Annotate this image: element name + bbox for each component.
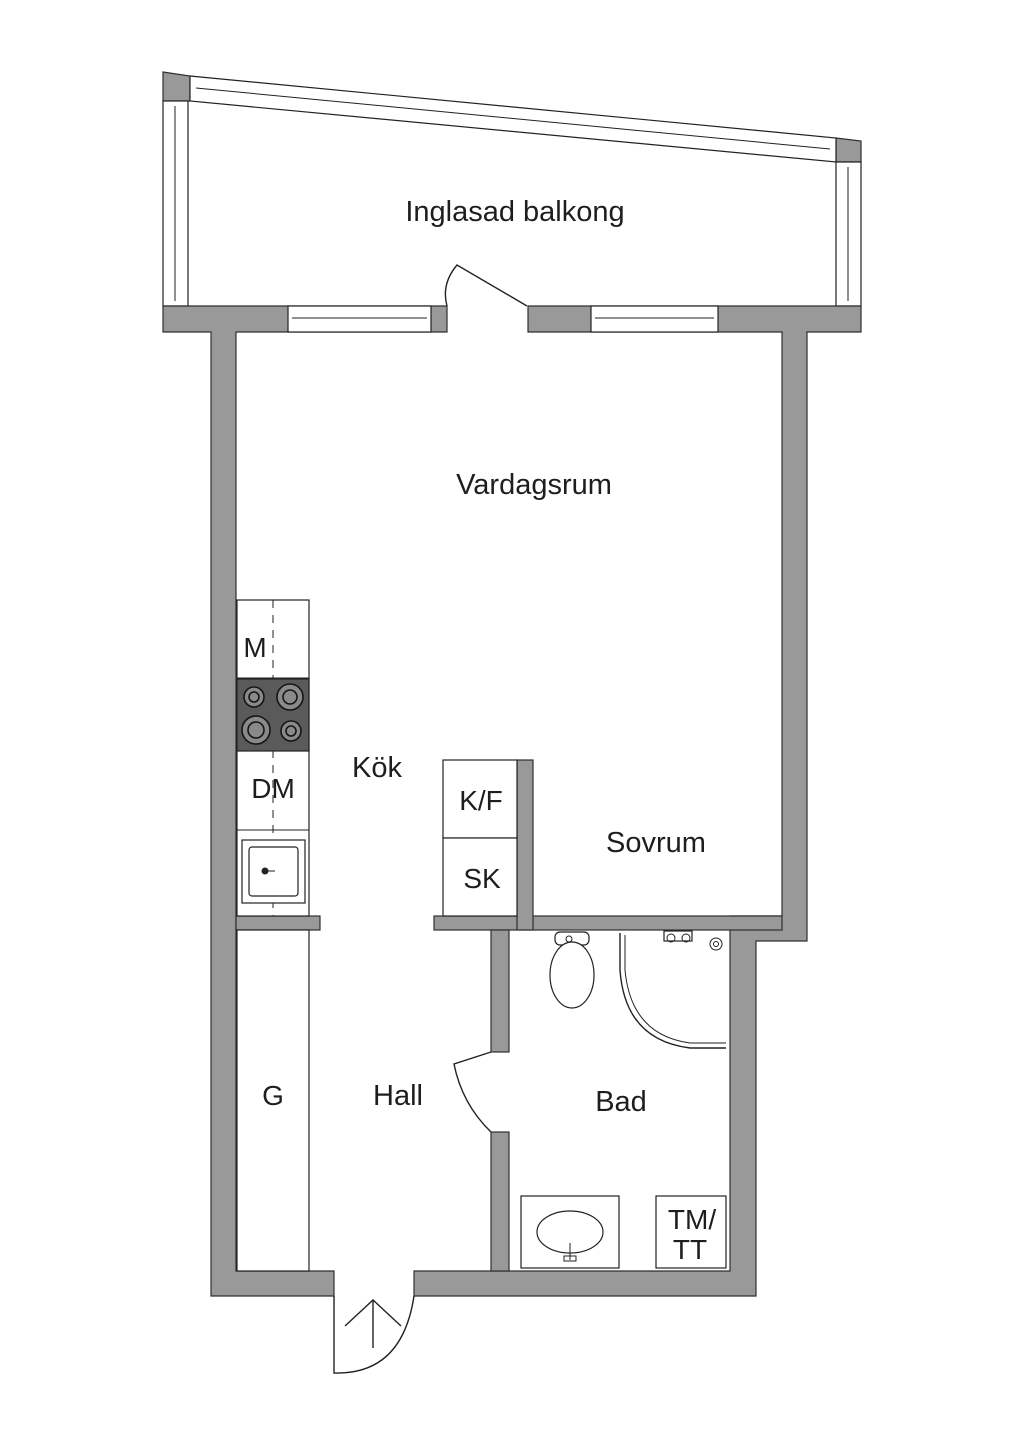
shower-drain-icon [713,941,719,947]
label-bathroom: Bad [595,1086,647,1118]
label-living-room: Vardagsrum [456,469,612,501]
toilet-bowl [549,941,595,1009]
entrance-door-swing [333,1295,415,1374]
label-closet: SK [463,863,501,894]
label-balcony: Inglasad balkong [405,196,624,228]
bath-door-swing [453,1051,492,1133]
wall-hall-bedroom [433,915,783,931]
fridge-closet [442,759,518,917]
interior-walls [235,759,783,1272]
burner-icon [248,691,260,703]
balcony-post-left [162,71,191,102]
shower-drain-icon [709,937,723,951]
basin-faucet-base [563,1255,577,1262]
wall-bedroom-west [516,759,534,931]
balcony-glazing-top-line [195,87,831,150]
closet [442,837,518,917]
labels: Inglasad balkong Vardagsrum Kök Sovrum H… [243,196,716,1265]
wall-bath-west-lower [490,1131,510,1272]
label-bedroom: Sovrum [606,827,706,859]
label-hall: Hall [373,1080,423,1112]
shower-mixer-icon [663,930,693,942]
balcony-door-swing [444,264,528,307]
stove-burners [241,683,304,745]
bathroom-fixtures [520,930,727,1269]
kitchen-counter [236,599,310,917]
entrance-door [333,1295,415,1374]
label-kitchen: Kök [352,752,402,784]
balcony-post-right [835,137,862,163]
burner-icon [285,725,297,737]
window-living-right [590,305,719,333]
window-living-left [287,305,432,333]
label-wardrobe: G [262,1080,284,1111]
shower-screen-inner [624,935,726,1044]
entry-arrow-head [344,1299,402,1327]
exterior-walls [162,305,862,1297]
label-washer-line2: TT [673,1234,707,1265]
label-washer-line1: TM/ [668,1204,716,1235]
shower-screen [619,933,726,1049]
burner-icon [282,689,298,705]
burner-icon [247,721,265,739]
fridge-freezer [442,759,518,839]
wall-bath-west-upper [490,929,510,1053]
wardrobe [236,929,310,1272]
label-dishwasher: DM [251,773,295,804]
wall-north-left [162,305,448,1297]
label-microwave: M [243,632,266,663]
shower-valve-icon [666,933,676,943]
washer-dryer [655,1195,727,1269]
balcony [162,71,862,307]
wall-kitchen-hall [235,915,321,931]
label-fridge-freezer: K/F [459,785,503,816]
shower-valve-icon [681,933,691,943]
